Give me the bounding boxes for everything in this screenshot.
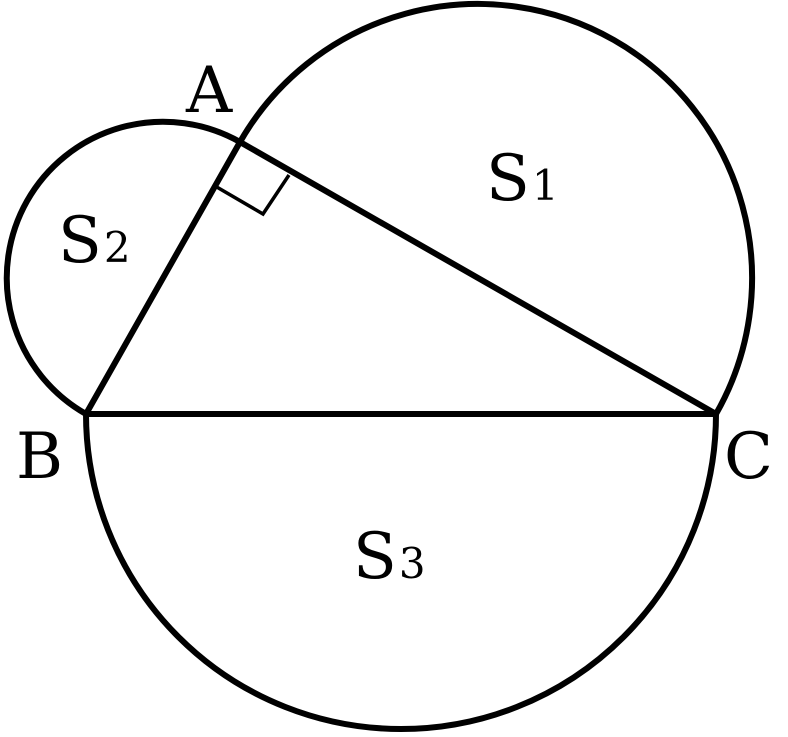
region-label-s3-sub: 3 (399, 539, 426, 588)
region-label-s1-sub: 1 (532, 161, 559, 210)
vertex-label-a: A (185, 54, 233, 128)
right-angle-marker (214, 174, 291, 217)
region-label-s1-main: S (486, 142, 530, 216)
semicircle-s1 (237, 0, 756, 417)
region-label-s3-main: S (353, 520, 397, 594)
region-label-s2: S2 (58, 204, 131, 278)
region-label-s2-sub: 2 (104, 223, 131, 272)
semicircle-s2 (3, 118, 243, 417)
vertex-label-b: B (16, 420, 63, 494)
vertex-label-c: C (724, 420, 773, 494)
semicircle-s3 (83, 411, 719, 732)
region-label-s3: S3 (353, 520, 426, 594)
region-label-s1: S1 (486, 142, 559, 216)
region-label-s2-main: S (58, 204, 102, 278)
triangle-abc (83, 139, 719, 417)
